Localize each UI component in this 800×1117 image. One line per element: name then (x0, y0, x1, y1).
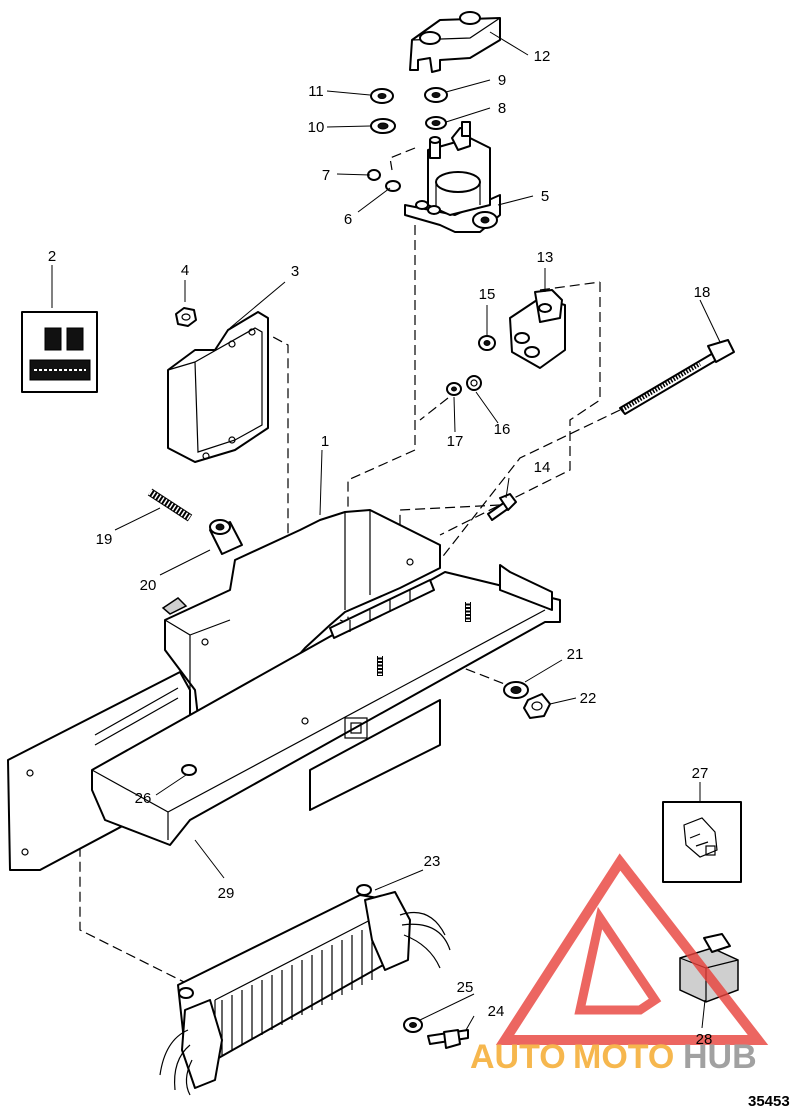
part-2-decal (21, 311, 98, 393)
callout-labels: 1 2 3 4 5 6 7 8 9 10 11 12 13 14 15 16 1… (48, 48, 713, 1048)
part-19-spring (147, 488, 193, 522)
part-4-nut (175, 307, 197, 327)
watermark-logo-outer (495, 853, 769, 1045)
callout-6: 6 (344, 211, 352, 228)
watermark-text-auto: AUTO (470, 1038, 566, 1076)
callout-25: 25 (457, 979, 474, 996)
callout-10: 10 (308, 119, 325, 136)
part-3-cover (167, 311, 269, 463)
part-5-solenoid (404, 121, 501, 233)
part-13-relay (509, 289, 566, 369)
callout-15: 15 (479, 286, 496, 303)
figure-number: 35453 (748, 1093, 790, 1110)
part-18-long-bolt (619, 339, 735, 415)
callout-20: 20 (140, 577, 157, 594)
callout-27: 27 (692, 765, 709, 782)
callout-2: 2 (48, 248, 56, 265)
callout-26: 26 (135, 790, 152, 807)
hinge-and-springs (329, 579, 471, 676)
callout-18: 18 (694, 284, 711, 301)
watermark-text-hub: HUB (683, 1038, 757, 1076)
part-23-regulator (159, 884, 451, 1096)
automotohub-watermark: AUTO MOTO HUB (470, 853, 769, 1076)
callout-19: 19 (96, 531, 113, 548)
part-29-mounting-plate (7, 564, 561, 871)
callout-7: 7 (322, 167, 330, 184)
callout-1: 1 (321, 433, 329, 450)
callout-8: 8 (498, 100, 506, 117)
cooling-fins (221, 925, 373, 1055)
part-12-clamp (409, 11, 501, 73)
callout-23: 23 (424, 853, 441, 870)
callout-13: 13 (537, 249, 554, 266)
callout-5: 5 (541, 188, 549, 205)
callout-22: 22 (580, 690, 597, 707)
part-27-fuse (662, 801, 742, 883)
callout-28: 28 (696, 1031, 713, 1048)
callout-14: 14 (534, 459, 551, 476)
callout-12: 12 (534, 48, 551, 65)
callout-11: 11 (308, 83, 324, 100)
wire-harness (159, 911, 451, 1096)
parts-24-25-hardware (403, 1017, 469, 1049)
callout-29: 29 (218, 885, 235, 902)
parts-21-22-26-hardware (181, 681, 551, 776)
callout-21: 21 (567, 646, 584, 663)
callout-3: 3 (291, 263, 299, 280)
callout-9: 9 (498, 72, 506, 89)
watermark-text-moto: MOTO (573, 1038, 674, 1076)
callout-16: 16 (494, 421, 511, 438)
parts-8-11-fasteners (367, 87, 448, 192)
part-20-spacer (209, 519, 243, 555)
callout-4: 4 (181, 262, 189, 279)
parts-15-17-hardware (446, 335, 496, 396)
callout-17: 17 (447, 433, 464, 450)
part-14-bolt (487, 493, 517, 521)
callout-24: 24 (488, 1003, 505, 1020)
leader-lines (51, 31, 721, 1031)
watermark-logo-inner (574, 906, 662, 1015)
